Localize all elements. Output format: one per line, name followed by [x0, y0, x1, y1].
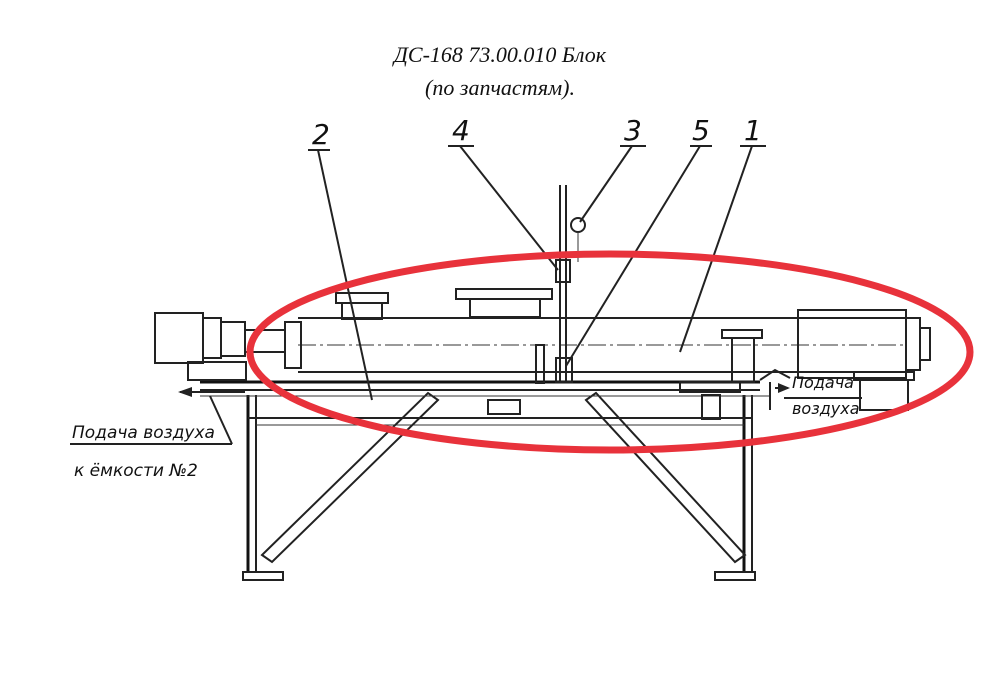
support-frame	[242, 391, 756, 581]
callout-2: 2	[312, 118, 330, 151]
note-right-line2: воздуха	[792, 399, 860, 418]
drawing-title: ДС-168 73.00.010 Блок	[393, 42, 607, 67]
note-left-line2: к ёмкости №2	[74, 461, 198, 481]
right-valves	[679, 368, 791, 420]
highlight-ellipse	[246, 250, 974, 454]
left-air-arrow	[70, 387, 245, 445]
cylinder-body	[284, 309, 931, 379]
drive-motor	[154, 312, 286, 381]
gauge-pipe	[535, 185, 586, 384]
top-flanges	[335, 288, 915, 411]
pressure-gauge-icon	[570, 217, 586, 233]
drawing-subtitle: (по запчастям).	[425, 75, 575, 100]
note-left-line1: Подача воздуха	[72, 423, 215, 443]
note-right-line1: Подача	[792, 373, 854, 392]
callout-4: 4	[452, 114, 470, 147]
right-air-arrow	[775, 383, 862, 399]
callout-5: 5	[692, 114, 710, 147]
callout-1: 1	[744, 114, 762, 147]
callout-3: 3	[624, 114, 642, 147]
